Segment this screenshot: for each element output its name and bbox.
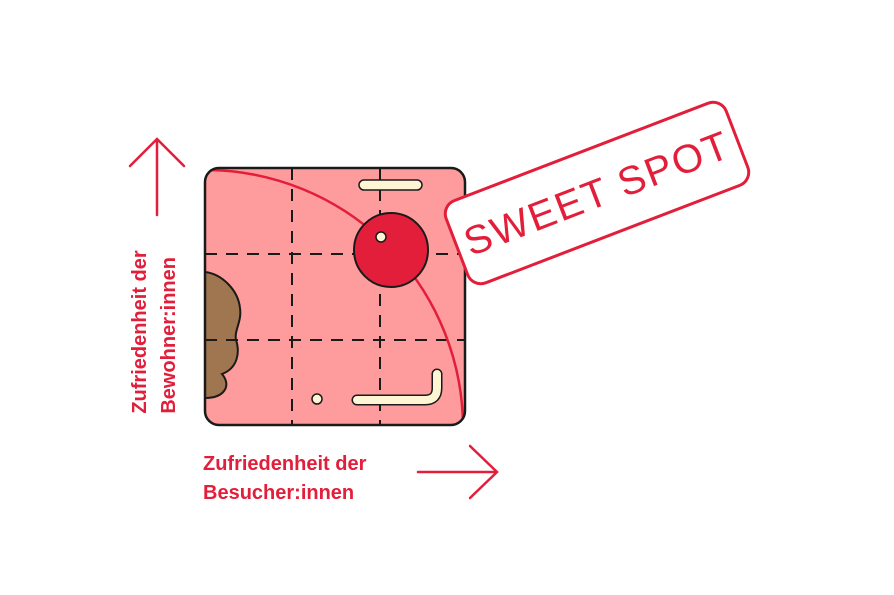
y-axis-label: Zufriedenheit der Bewohner:innen: [126, 250, 184, 413]
sweet-spot-tag: SWEET SPOT: [443, 100, 751, 286]
x-axis-label-line1: Zufriedenheit der: [203, 453, 367, 475]
cream-dot: [311, 393, 323, 405]
y-axis-arrow-icon: [128, 137, 186, 217]
y-axis-label-line1: Zufriedenheit der: [129, 250, 151, 414]
cream-bar: [358, 179, 423, 191]
grid-square: [203, 166, 467, 427]
x-axis-label: Zufriedenheit der Besucher:innen: [203, 450, 366, 508]
y-axis-label-line2: Bewohner:innen: [158, 257, 180, 414]
sweet-spot-ball: [353, 212, 429, 288]
x-axis-arrow-icon: [416, 444, 499, 500]
x-axis-label-line2: Besucher:innen: [203, 482, 355, 504]
